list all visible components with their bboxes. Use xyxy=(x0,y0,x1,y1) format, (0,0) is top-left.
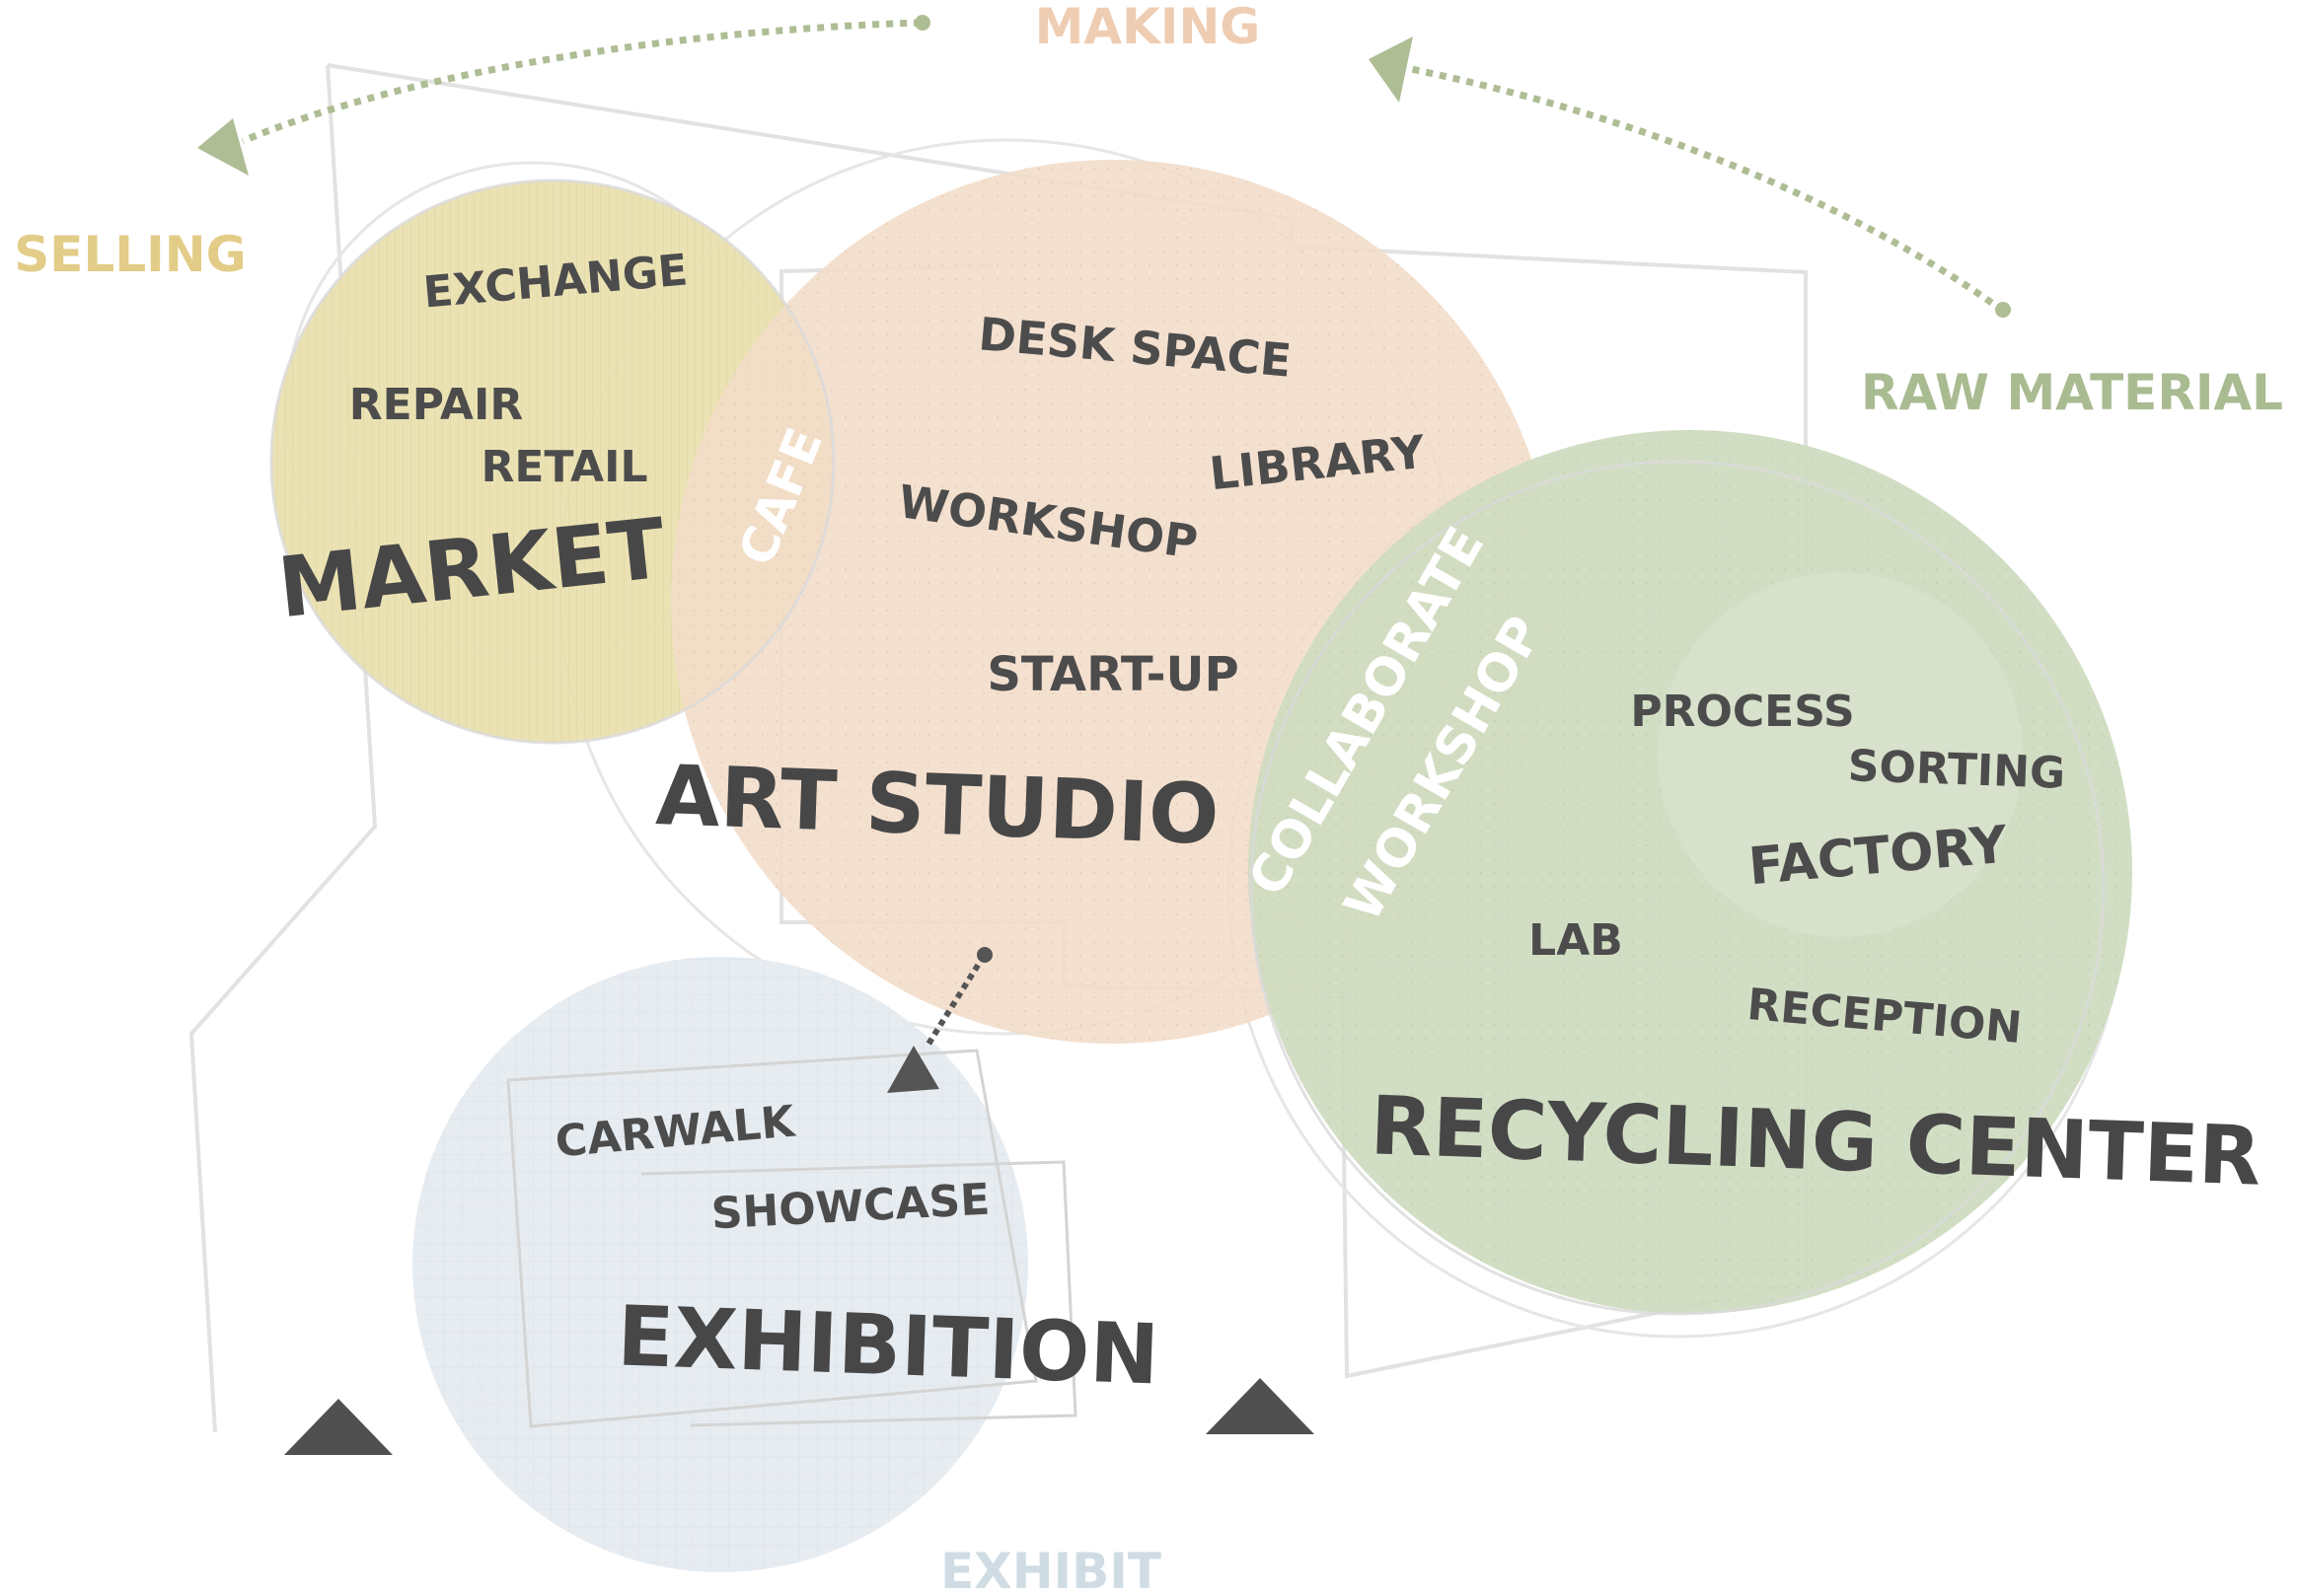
overlap-outlines xyxy=(269,179,2106,1316)
art-studio-title: ART STUDIO xyxy=(654,747,1221,863)
exhibition-zone xyxy=(412,957,1028,1572)
entrance-triangle-right xyxy=(1206,1378,1314,1434)
retail-label: RETAIL xyxy=(482,442,648,492)
exhibition-frames xyxy=(506,1049,1077,1428)
entrance-triangle-left xyxy=(284,1399,393,1455)
sorting-label: SORTING xyxy=(1847,741,2066,799)
lab-label: LAB xyxy=(1528,915,1623,966)
selling-label: SELLING xyxy=(14,226,246,283)
studio-to-exhibition-arrow xyxy=(887,947,993,1093)
raw-material-label: RAW MATERIAL xyxy=(1861,364,2283,421)
making-to-selling-arrow xyxy=(197,15,930,176)
repair-label: REPAIR xyxy=(349,380,523,430)
exhibition-title: EXHIBITION xyxy=(616,1287,1160,1403)
process-label: PROCESS xyxy=(1630,687,1854,737)
start-up-label: START-UP xyxy=(987,647,1238,702)
making-label: MAKING xyxy=(1035,0,1261,55)
raw-to-making-arrow xyxy=(1369,36,2011,318)
recycling-center-zone xyxy=(1248,430,2132,1314)
exhibit-label: EXHIBIT xyxy=(940,1543,1161,1596)
